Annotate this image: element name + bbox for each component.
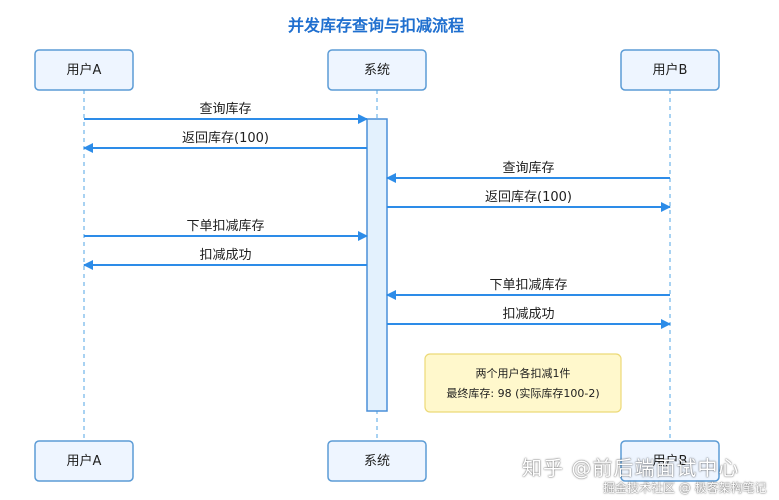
- bottom-participant-label-a: 用户A: [67, 453, 102, 469]
- message-label: 查询库存: [199, 101, 251, 117]
- note-line-1: 两个用户各扣减1件: [476, 366, 571, 380]
- bottom-participant-box-sys: [327, 440, 427, 482]
- diagram-title: 并发库存查询与扣减流程: [288, 16, 464, 35]
- top-participant-label-b: 用户B: [653, 62, 688, 78]
- watermark-sub: 掘金技术社区 @ 极客架构笔记: [603, 481, 767, 495]
- bottom-participant-box-b: [620, 440, 720, 482]
- message-label: 下单扣减库存: [489, 277, 567, 293]
- top-participant-box-b: [620, 49, 720, 91]
- message-label: 下单扣减库存: [186, 218, 264, 234]
- bottom-participant-box-a: [34, 440, 134, 482]
- message-label: 扣减成功: [502, 307, 554, 322]
- note-line-2: 最终库存: 98 (实际库存100-2): [446, 386, 599, 400]
- message-label: 返回库存(100): [182, 130, 269, 146]
- note-box: [424, 353, 622, 413]
- bottom-participant-label-b: 用户B: [653, 453, 688, 469]
- top-participant-label-a: 用户A: [67, 62, 102, 78]
- watermark-main: 知乎 @前后端面试中心: [522, 456, 740, 480]
- bottom-participant-label-sys: 系统: [364, 454, 390, 469]
- message-label: 查询库存: [502, 160, 554, 176]
- top-participant-box-sys: [327, 49, 427, 91]
- message-label: 返回库存(100): [485, 189, 572, 205]
- top-participant-box-a: [34, 49, 134, 91]
- top-participant-label-sys: 系统: [364, 63, 390, 78]
- message-label: 扣减成功: [199, 248, 251, 263]
- activation-bar: [366, 118, 388, 412]
